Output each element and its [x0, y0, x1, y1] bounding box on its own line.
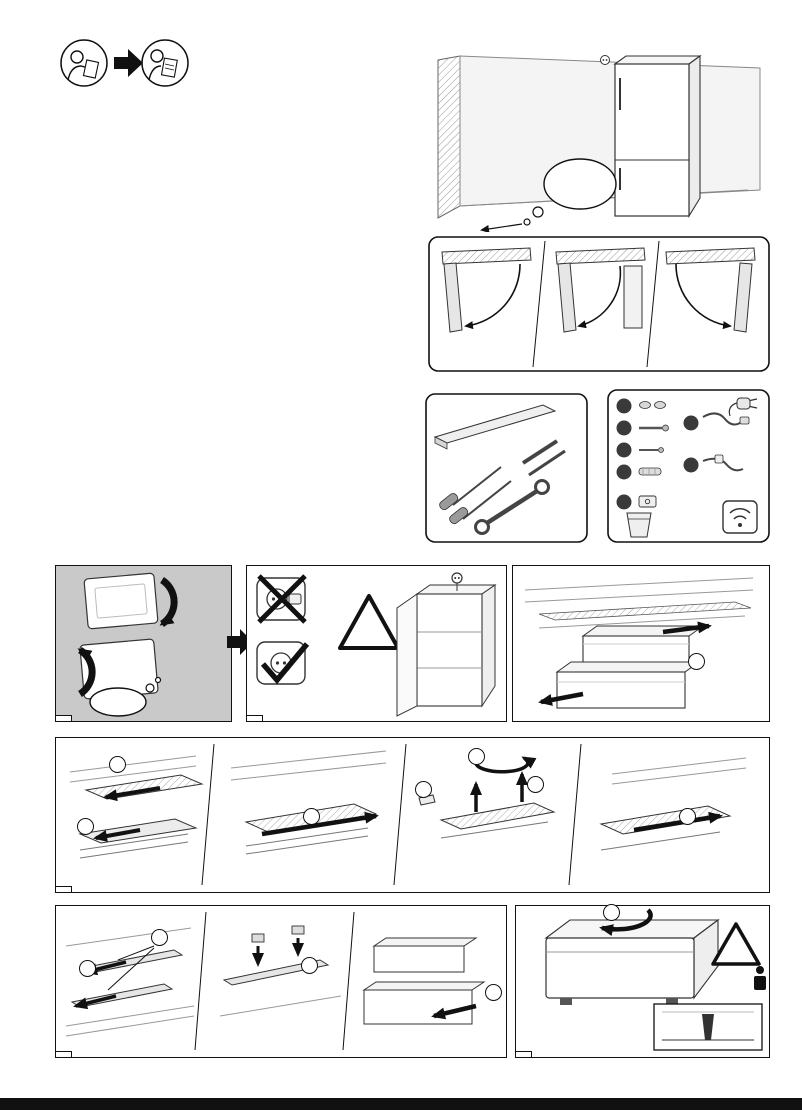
panel-label [56, 1051, 72, 1057]
wall-plug-icon [638, 467, 662, 476]
cable-icon [702, 457, 744, 472]
door-angle-middle [555, 247, 646, 333]
step-badge-4 [303, 808, 320, 825]
panel-label [247, 715, 263, 721]
part-badge-2 [616, 420, 669, 436]
lower-drawer [538, 661, 701, 709]
flap-arrow [599, 908, 653, 936]
freezer-drawer [544, 908, 720, 1005]
panel-label [56, 886, 72, 892]
step-badge-2 [109, 756, 126, 773]
freezer-drawer-diagram [544, 908, 766, 1051]
panel-freezer-drawer [515, 905, 770, 1058]
plug-connection-icon [451, 572, 463, 591]
question-bubble-icon [89, 676, 162, 717]
torx-bits-icon [521, 439, 566, 477]
open-door [396, 593, 418, 717]
accessory-bag-icon [626, 512, 652, 538]
door-opening-angles-box [428, 236, 770, 372]
step-badge-6 [468, 748, 485, 765]
part-badge-4 [616, 464, 662, 480]
screwdriver-icon [439, 466, 512, 525]
drawer-stack-scene [362, 937, 486, 1025]
step-badge-5 [527, 776, 544, 793]
panel-rail-handling [55, 905, 507, 1058]
warning-triangle-icon [338, 594, 400, 650]
pointer-arrow [480, 223, 523, 232]
shelf-remove-scene [69, 755, 204, 859]
part-badge-6 [683, 454, 744, 473]
cover-cap-icon [639, 401, 651, 409]
panel-label [56, 715, 72, 721]
confused-person-icon [60, 39, 108, 87]
step-badge-1 [688, 653, 705, 670]
panel-door-reversal [55, 565, 232, 722]
drawer-removal-diagram [524, 577, 754, 709]
part-badge-7 [616, 494, 657, 510]
door-swap-arrow-top [159, 577, 178, 627]
shelf-slide-scene [230, 750, 387, 855]
step-badge-13 [603, 904, 620, 921]
parts-box [607, 389, 770, 543]
pull-arrow [662, 621, 712, 635]
correct-socket-icon [256, 641, 310, 685]
cover-cap-icon [654, 401, 666, 409]
pull-arrow [538, 691, 584, 706]
door-reversal-diagram [77, 572, 178, 717]
upper-drawer [581, 621, 712, 665]
door-angle-right [665, 247, 756, 333]
shelf-handling-diagram [69, 743, 747, 886]
panel-power-connection [246, 565, 507, 722]
part-badge-1 [616, 398, 666, 414]
door-swap-arrow-bottom [77, 647, 96, 697]
rotate-arrow [474, 756, 537, 774]
fridge-shelves [524, 577, 754, 629]
door-angle-left [441, 247, 532, 333]
tools-box [425, 393, 588, 543]
rail-clips-scene [219, 925, 342, 1017]
wrench-icon [474, 479, 550, 535]
rail-part-icon [433, 404, 557, 450]
panel-drawer-removal [512, 565, 770, 722]
cabinet-diagram [396, 572, 497, 717]
panel-shelf-handling [55, 737, 770, 893]
corner-placement-diagram [437, 54, 761, 232]
cable-icon [702, 412, 744, 426]
panel-label [516, 1051, 532, 1057]
step-badge-10 [79, 960, 96, 977]
power-plug-icon [728, 397, 758, 417]
person-reading-icon [141, 39, 189, 87]
shelf-replace-scene [599, 757, 747, 851]
foot-detail-inset [653, 1003, 763, 1051]
question-bubble-icon [480, 158, 617, 232]
checkmark-icon [260, 642, 310, 685]
step-badge-3 [77, 818, 94, 835]
wireless-module-icon [722, 500, 758, 534]
part-badge-5 [683, 412, 750, 431]
step-badge-7 [415, 781, 432, 798]
door-panel-top [83, 572, 159, 630]
power-connection-diagram [256, 572, 497, 717]
fridge-illustration [613, 54, 702, 218]
switch-part-icon [638, 495, 657, 508]
warning-triangle-icon [711, 922, 761, 966]
arrow-icon [114, 49, 143, 77]
no-adapter-icon [256, 574, 307, 624]
step-badge-9 [151, 929, 168, 946]
person-icon [754, 966, 766, 990]
read-manual-pictogram [60, 39, 189, 87]
wall-socket-icon [600, 55, 610, 65]
step-badge-12 [485, 984, 502, 1001]
step-badge-8 [679, 808, 696, 825]
step-badge-11 [301, 957, 318, 974]
rail-handling-diagram [65, 911, 486, 1051]
part-badge-3 [616, 442, 664, 458]
rail-remove-scene [65, 927, 195, 1037]
page-bottom-edge [0, 1098, 802, 1110]
shelf-lift-scene [418, 756, 556, 839]
